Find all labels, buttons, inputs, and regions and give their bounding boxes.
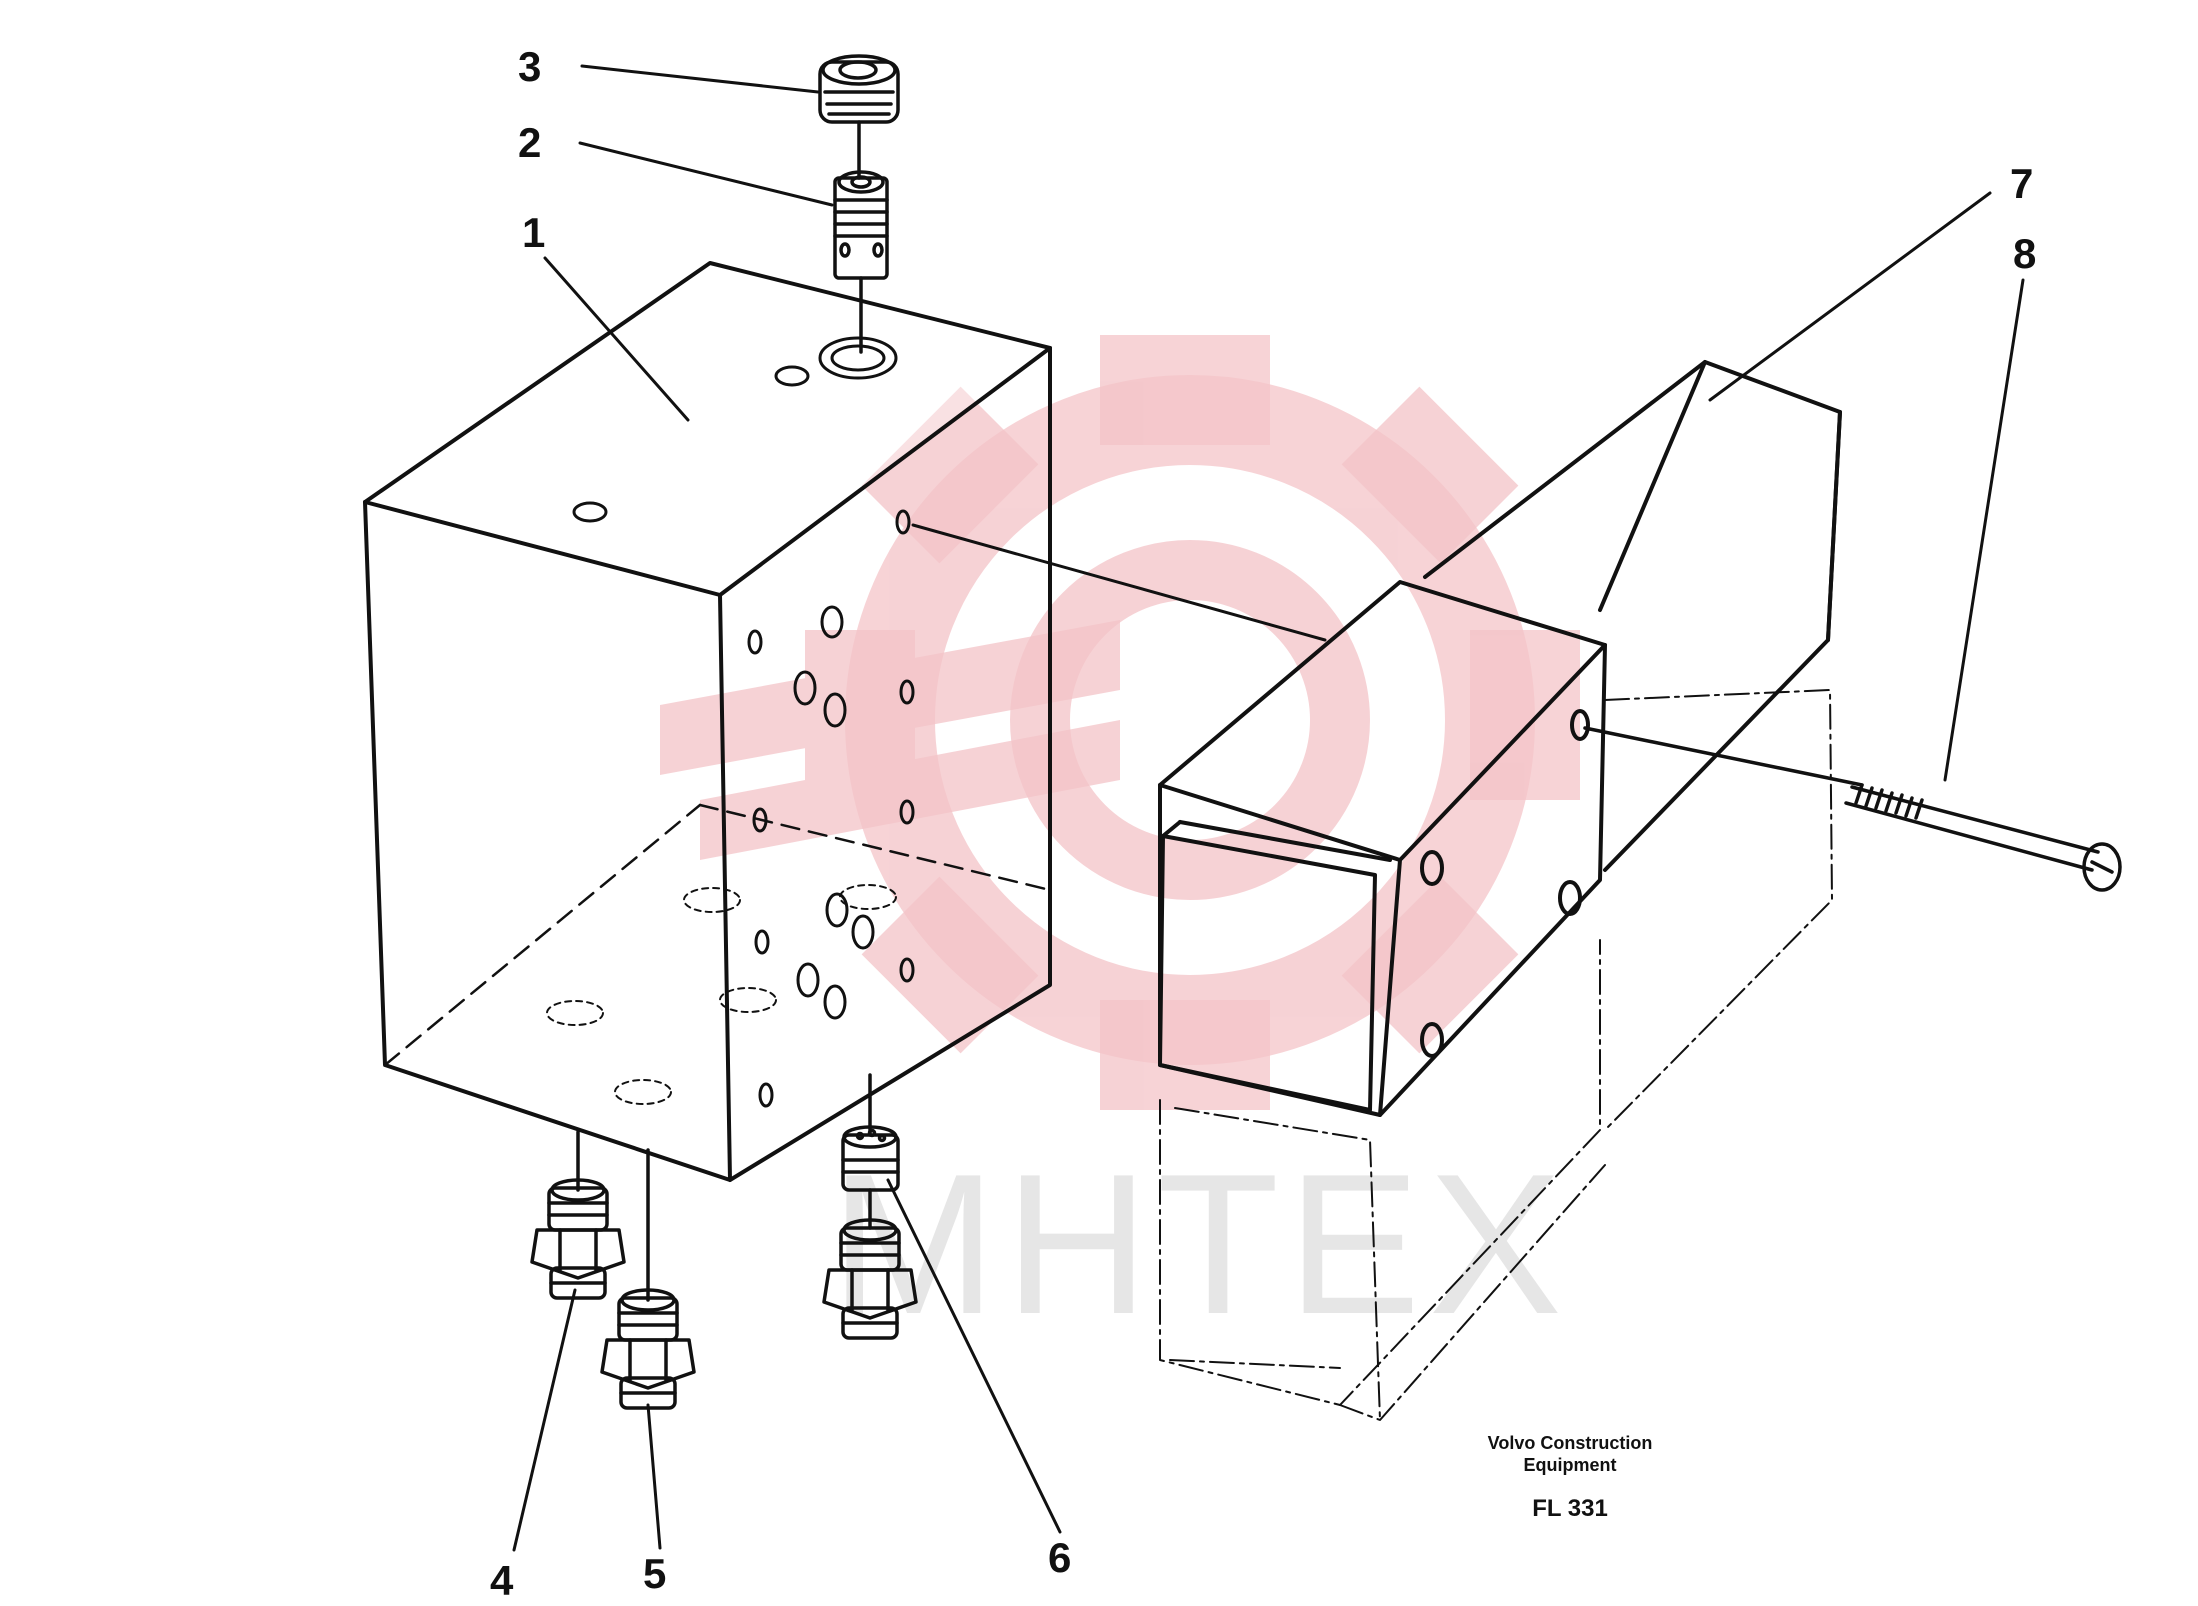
alignment-line [911,523,1327,642]
callout-2: 2 [518,119,542,166]
screw [1583,726,2122,892]
callout-1: 1 [522,209,546,256]
callout-6: 6 [1048,1534,1072,1581]
solenoid-valve [1158,360,1842,1117]
valve-block-hidden-edges [383,803,1052,1067]
valve-block-side-ports [747,509,915,1108]
callout-5: 5 [643,1550,667,1597]
filter-and-fitting-6 [822,1073,918,1340]
fitting-5 [600,1148,696,1410]
fitting-4 [530,1130,626,1300]
plug [818,54,900,180]
callout-8: 8 [2013,230,2037,277]
caption-line-2: Equipment [1523,1455,1617,1475]
cartridge-insert [833,170,889,354]
solenoid-coil-phantom [1159,689,1833,1421]
valve-block-top-ports [572,336,898,523]
callout-3: 3 [518,43,542,90]
callout-4: 4 [490,1557,514,1604]
watermark-text: MHTEX [830,1133,1570,1356]
leader-lines [512,64,2025,1552]
manufacturer-caption: Volvo Construction Equipment [1440,1432,1700,1476]
valve-block [363,261,1052,1182]
drawing-code: FL 331 [1532,1495,1608,1522]
caption-line-1: Volvo Construction [1487,1433,1653,1453]
valve-block-bottom-ports-hidden [546,884,897,1105]
callout-7: 7 [2010,160,2034,207]
